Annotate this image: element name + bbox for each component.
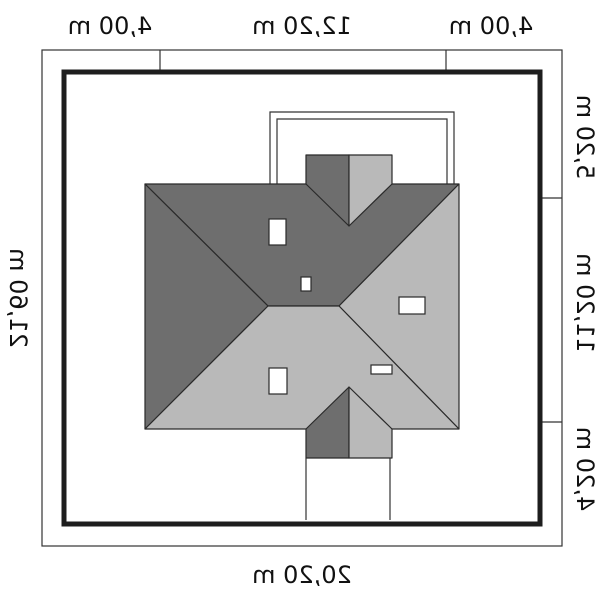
dim-right-middle: 11,20 m	[571, 253, 599, 353]
north-gable-right	[348, 154, 393, 227]
roof-window-east	[398, 296, 426, 315]
south-gable-right	[348, 386, 393, 459]
plot-boundary	[61, 69, 543, 527]
dim-right-bottom: 4,20 m	[571, 427, 599, 511]
roof-windows	[268, 218, 426, 395]
dim-right-top: 5,20 m	[571, 95, 599, 179]
outer-frame	[41, 49, 563, 547]
north-terrace	[269, 111, 455, 184]
roof-window-south	[268, 367, 288, 395]
roof-window-north	[268, 218, 287, 246]
entrance-path	[305, 458, 391, 520]
dim-bottom: 20,20 m	[252, 561, 352, 589]
dim-top-right: 4,00 m	[449, 12, 533, 40]
dim-left: 21,60 m	[4, 248, 32, 348]
roof-vent	[370, 364, 393, 375]
dim-top-left: 4,00 m	[68, 12, 152, 40]
dim-top-middle: 12,20 m	[252, 12, 352, 40]
chimney-icon	[300, 276, 312, 292]
